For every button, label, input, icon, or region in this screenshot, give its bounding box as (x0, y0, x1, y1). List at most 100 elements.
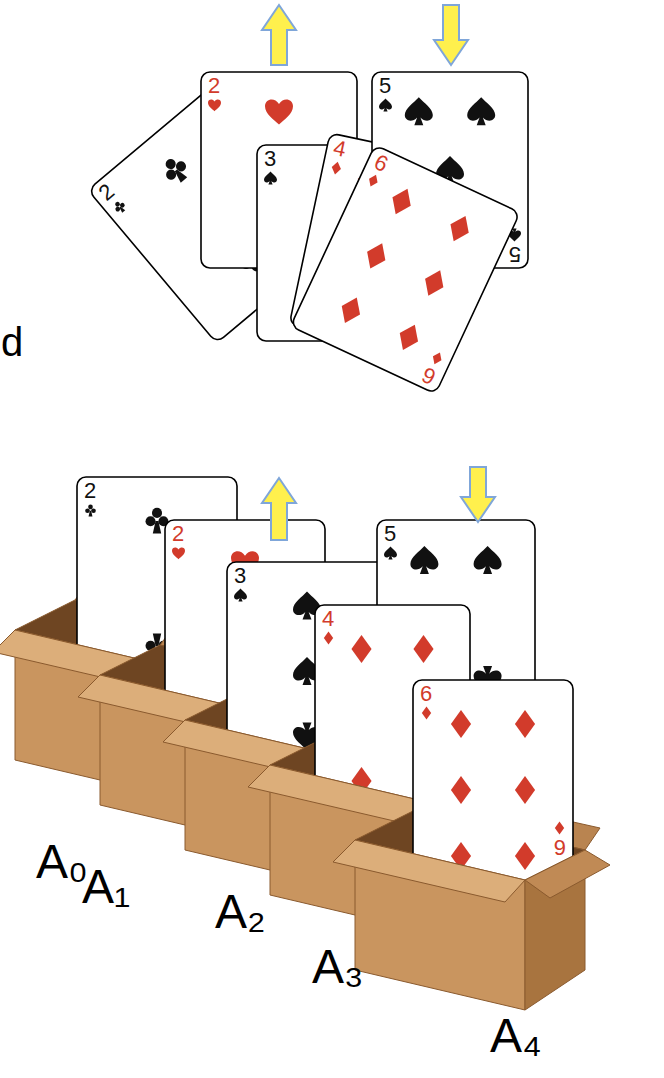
cropped-text: d (1, 320, 23, 364)
club-lobe (152, 508, 162, 518)
suit-shape (379, 99, 392, 112)
suit-shape (515, 710, 535, 738)
move-arrow (262, 5, 296, 65)
card-rank-holder: 2 (84, 480, 96, 502)
suit-shape (405, 97, 433, 125)
suit-pip (467, 97, 495, 125)
suit-pip (379, 99, 392, 112)
box-label-holder: A₃ (312, 943, 364, 991)
card-rank: 4 (322, 606, 334, 631)
suit-shape (351, 635, 371, 663)
move-arrow (461, 467, 495, 522)
card-face (290, 145, 520, 394)
club-lobe (164, 157, 178, 171)
card-rank: 5 (384, 521, 396, 546)
suit-pip (330, 161, 342, 176)
suit-shape (208, 100, 221, 112)
suit-pip (555, 822, 564, 835)
suit-shape (387, 185, 417, 219)
suit-pip (515, 776, 535, 804)
suit-pip (234, 589, 247, 602)
box-label: A₀ (36, 835, 88, 888)
suit-shape (234, 589, 247, 602)
suit-pip (515, 842, 535, 870)
box-label-holder: A₄ (490, 1012, 542, 1060)
suit-shape (413, 635, 433, 663)
card-rank: 2 (172, 521, 184, 546)
box-label: A₂ (215, 885, 266, 938)
suit-shape (172, 548, 185, 560)
club-lobe (85, 508, 90, 513)
suit-pip (336, 293, 366, 327)
suit-pip (451, 776, 471, 804)
card-rank: 5 (379, 73, 391, 98)
suit-pip (324, 632, 333, 645)
suit-shape (419, 266, 449, 300)
suit-shape (336, 293, 366, 327)
card-rank: 3 (234, 563, 246, 588)
suit-pip (265, 100, 293, 125)
club-lobe (91, 508, 96, 513)
suit-shape (265, 100, 293, 125)
suit-pip (410, 546, 438, 574)
suit-pip (445, 212, 475, 246)
card-rank-holder: 2 (208, 75, 220, 97)
suit-pip (474, 546, 502, 574)
suit-pip (422, 707, 431, 720)
suit-pip (451, 710, 471, 738)
suit-pip (419, 266, 449, 300)
suit-shape (422, 707, 431, 720)
card-rank-holder: 5 (379, 75, 391, 97)
suit-pip (394, 320, 424, 354)
suit-shape (324, 632, 333, 645)
box-label-holder: A₁ (82, 863, 130, 911)
suit-shape (474, 546, 502, 574)
suit-shape (515, 776, 535, 804)
box-label-holder: A₂ (215, 888, 266, 936)
card-rank-holder: 5 (384, 523, 396, 545)
suit-pip (413, 635, 433, 663)
suit-pip (264, 172, 277, 185)
suit-pip (405, 97, 433, 125)
card-rank-holder: 3 (234, 565, 246, 587)
card-rank: 5 (509, 242, 521, 267)
suit-shape (361, 239, 391, 273)
box-side-flap (525, 850, 610, 898)
card-rank-holder: 2 (172, 523, 184, 545)
card-rank: 6 (554, 835, 566, 860)
card-rank: 2 (84, 478, 96, 503)
suit-pip (172, 548, 185, 560)
suit-shape (445, 212, 475, 246)
box-front-flap (333, 840, 525, 902)
move-arrow (262, 478, 296, 540)
card-rank: 6 (420, 681, 432, 706)
suit-pip (351, 635, 371, 663)
card-rank: 3 (264, 146, 276, 171)
box-label-holder: A₀ (36, 838, 88, 886)
suit-pip (159, 153, 193, 187)
suit-pip (515, 710, 535, 738)
card-rank-holder: 6 (420, 683, 432, 705)
card-rank-holder: 3 (264, 148, 276, 170)
suit-shape (515, 842, 535, 870)
suit-shape (451, 710, 471, 738)
suit-shape (555, 822, 564, 835)
suit-shape (264, 172, 277, 185)
suit-pip (387, 185, 417, 219)
club-stem (153, 521, 161, 534)
card-rank-holder: 4 (322, 608, 334, 630)
club-lobe (164, 168, 178, 182)
suit-shape (330, 161, 342, 176)
box-label: A₁ (82, 860, 130, 913)
club-lobe (114, 206, 121, 213)
suit-pip (208, 100, 221, 112)
club-lobe (88, 505, 93, 510)
suit-shape (451, 776, 471, 804)
move-arrow (434, 5, 468, 65)
club-stem (153, 633, 161, 646)
card-rank-holder: 6 (554, 836, 566, 858)
suit-shape (410, 546, 438, 574)
cropped-text-holder: d (1, 322, 23, 362)
